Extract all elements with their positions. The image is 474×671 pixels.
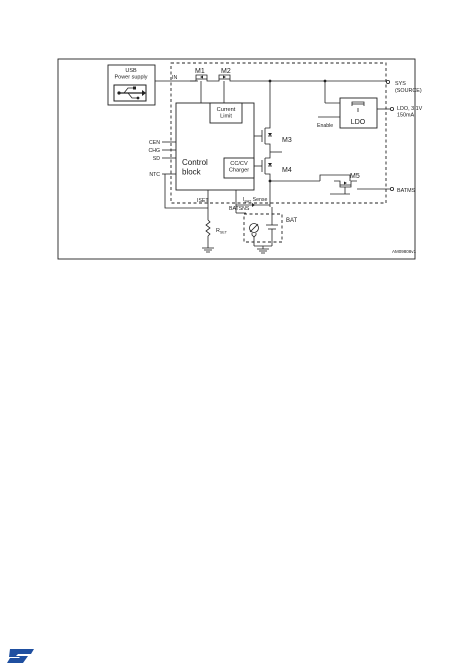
m2-label: M2 [221, 68, 231, 75]
st-logo [6, 648, 36, 669]
usb-icon [117, 86, 146, 100]
cen-label: CEN [149, 140, 160, 146]
batsns-label: BATSNS [229, 206, 250, 212]
ldo-block [339, 97, 378, 129]
ibat-sense-label: IBAT Sense [243, 197, 267, 204]
st-logo-icon [7, 649, 34, 663]
thermistor-icon [249, 223, 259, 238]
chg-label: CHG [148, 148, 160, 154]
sd-label: SD [153, 156, 160, 162]
ic-boundary [170, 62, 387, 204]
sys-source-label: (SOURCE) [395, 88, 422, 94]
ntc-label: NTC [149, 172, 160, 178]
mosfet-m2: M2 [213, 68, 236, 82]
rset-resistor: RSET [202, 219, 228, 253]
mosfet-m1: M1 [190, 68, 213, 82]
mosfet-m5: M5 [319, 173, 360, 195]
current-limit-block [209, 102, 243, 124]
figure-frame [57, 58, 416, 260]
battery-icon [266, 207, 278, 246]
figure-code: AM09808v1 [392, 249, 417, 254]
bat-label: BAT [286, 218, 298, 224]
ground-icon [257, 248, 269, 254]
charger-block [223, 157, 255, 179]
rset-label: RSET [216, 228, 228, 235]
iset-label: ISET [197, 198, 209, 204]
ldo-label: LDO [351, 119, 366, 126]
m5-label: M5 [350, 173, 360, 180]
in-label: IN [172, 75, 177, 81]
m4-label: M4 [282, 167, 292, 174]
mosfet-m4: M4 [254, 152, 292, 181]
sys-label: SYS [395, 81, 406, 87]
battery-pack [243, 213, 283, 243]
enable-label: Enable [317, 123, 333, 129]
mosfet-m3: M3 [254, 123, 292, 152]
ldo-pass-transistor [351, 101, 365, 112]
m3-label: M3 [282, 137, 292, 144]
input-pins: CEN CHG SD NTC [148, 140, 176, 178]
m1-label: M1 [195, 68, 205, 75]
batms-label: BATMS [397, 188, 416, 194]
